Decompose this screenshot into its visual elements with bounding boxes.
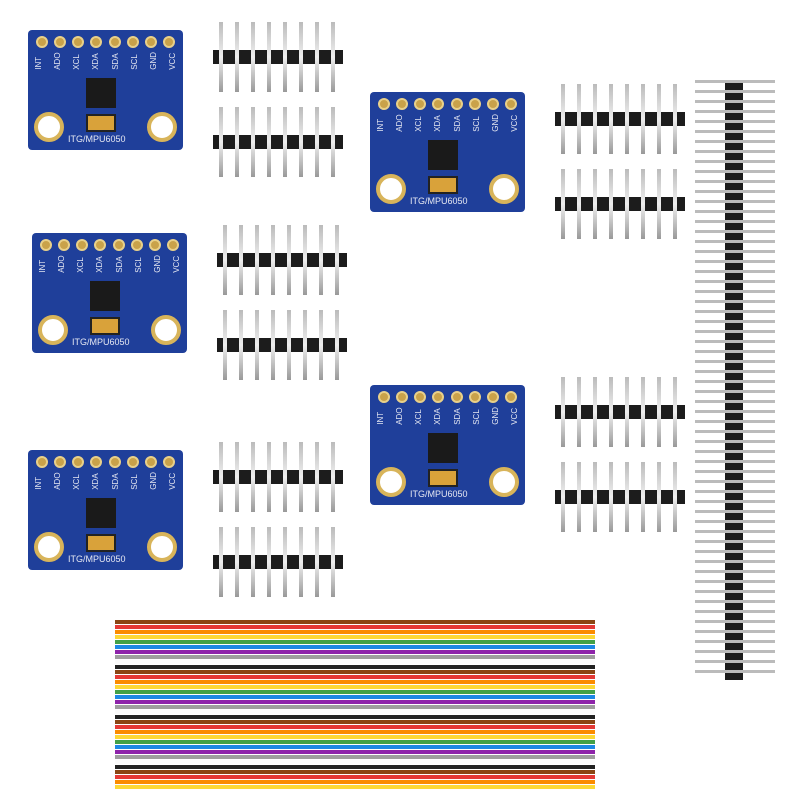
pin-header <box>213 527 343 597</box>
pin-header <box>555 169 685 239</box>
long-pin-header <box>695 80 775 680</box>
pin-header <box>213 22 343 92</box>
pin-header <box>217 225 347 295</box>
pin-header <box>213 442 343 512</box>
pin-header <box>217 310 347 380</box>
jumper-wire-cable <box>115 620 595 790</box>
pin-header <box>555 462 685 532</box>
pin-header <box>213 107 343 177</box>
pin-header <box>555 377 685 447</box>
pin-header <box>555 84 685 154</box>
